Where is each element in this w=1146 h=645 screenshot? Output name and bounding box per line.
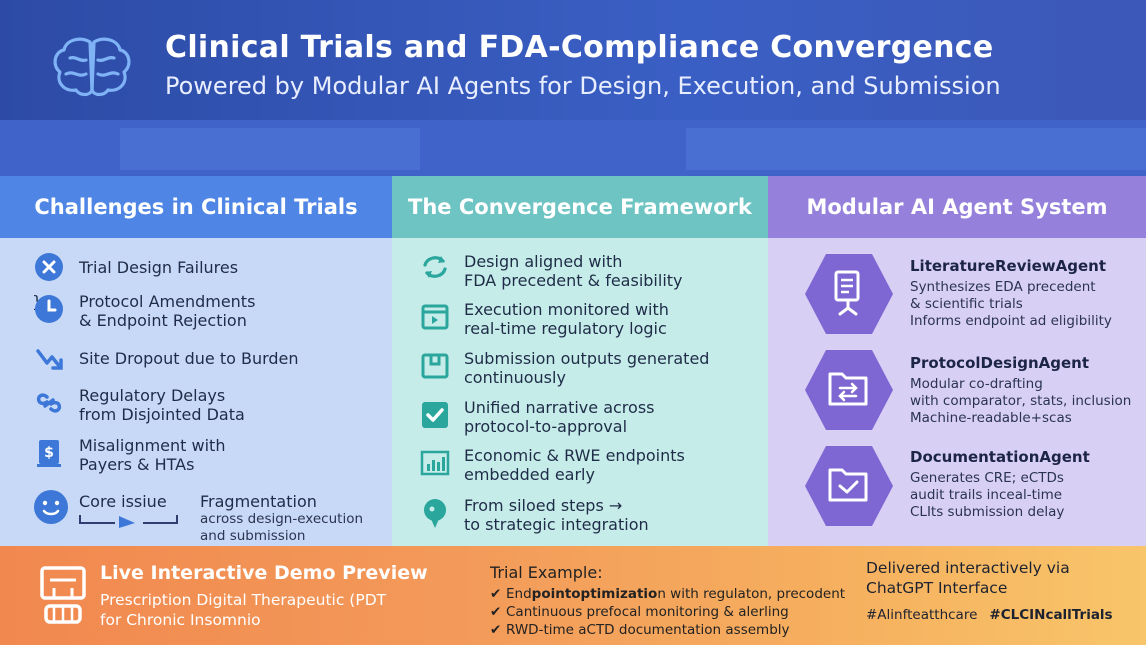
agent-name: LiteratureReviewAgent [910, 257, 1107, 275]
trial-title: Trial Example: [490, 563, 603, 582]
agent-desc: Synthesizes EDA precedent [910, 279, 1096, 295]
agent-desc: Generates CRE; eCTDs [910, 470, 1064, 486]
challenge-line: & Endpoint Rejection [79, 311, 247, 330]
core-issue-title: Fragmentation [200, 492, 317, 511]
agent-desc: audit trails inceal-time [910, 487, 1063, 503]
brain-icon [53, 37, 131, 97]
agent-name: DocumentationAgent [910, 448, 1090, 466]
agent-desc: Modular co-drafting [910, 376, 1043, 392]
agent-desc: & scientific trials [910, 296, 1023, 312]
document-icon [805, 254, 893, 334]
challenge-line: Protocol Amendments [79, 292, 256, 311]
check-icon: ✔ [490, 604, 502, 620]
trial-item: ✔Endpointoptimization with regulaton, pr… [490, 586, 846, 602]
band-block [686, 128, 1146, 170]
x-circle-icon [32, 250, 66, 284]
pin-icon [418, 496, 452, 530]
core-issue-desc: and submission [200, 528, 306, 544]
framework-line: Submission outputs generated [464, 349, 710, 368]
agents-heading: Modular AI Agent System [768, 176, 1146, 238]
folder-check-icon [805, 446, 893, 526]
check-icon: ✔ [490, 622, 502, 638]
challenge-line: Misalignment with [79, 436, 226, 455]
framework-line: embedded early [464, 465, 595, 484]
challenges-heading: Challenges in Clinical Trials [0, 176, 392, 238]
header-band [0, 120, 1146, 176]
dollar-doc-icon: $ [32, 436, 66, 470]
trial-item: ✔RWD-time aCTD documentation assembly [490, 622, 790, 638]
challenge-line: from Disjointed Data [79, 405, 245, 424]
demo-line: Prescription Digital Therapeutic (PDT [100, 591, 387, 609]
clock-icon [32, 292, 66, 326]
monitor-pill-icon [40, 566, 86, 624]
core-issue-desc: across design-execution [200, 511, 364, 527]
demo-line: for Chronic Insomnio [100, 611, 261, 629]
framework-line: continuously [464, 368, 566, 387]
trend-down-icon [32, 342, 66, 376]
framework-line: protocol-to-approval [464, 417, 628, 436]
agent-desc: Informs endpoint ad eligibility [910, 313, 1112, 329]
agent-desc: CLIts submission delay [910, 504, 1065, 520]
link-icon [32, 386, 66, 420]
framework-line: FDA precedent & feasibility [464, 271, 683, 290]
band-block [120, 128, 420, 170]
agent-desc: with comparator, stats, inclusion [910, 393, 1132, 409]
refresh-icon [418, 250, 452, 284]
framework-line: to strategic integration [464, 515, 649, 534]
svg-text:$: $ [44, 445, 54, 461]
arrow-connector-icon [79, 515, 178, 528]
challenge-line: Trial Design Failures [79, 258, 239, 277]
framework-line: Design aligned with [464, 252, 623, 271]
header: Clinical Trials and FDA-Compliance Conve… [0, 0, 1146, 120]
framework-line: From siloed steps → [464, 496, 623, 515]
face-icon [34, 490, 68, 524]
challenges-panel: Challenges in Clinical Trials Trial Desi… [0, 176, 392, 546]
framework-line: real-time regulatory logic [464, 319, 667, 338]
box-icon [418, 349, 452, 383]
challenge-item: Protocol Amendments & Endpoint Rejection… [32, 292, 256, 330]
folder-swap-icon [805, 350, 893, 430]
hashtag[interactable]: #CLCINcallTrials [989, 607, 1113, 623]
hashtags: #Alinfteatthcare #CLCINcallTrials [866, 607, 1113, 623]
challenge-line: Site Dropout due to Burden [79, 349, 299, 368]
challenge-line: Regulatory Delays [79, 386, 226, 405]
page-subtitle: Powered by Modular AI Agents for Design,… [165, 72, 1001, 100]
checkbox-icon [418, 398, 452, 432]
hashtag[interactable]: #Alinfteatthcare [866, 607, 978, 623]
agent-name: ProtocolDesignAgent [910, 354, 1089, 372]
monitor-icon [418, 300, 452, 334]
framework-heading: The Convergence Framework [392, 176, 768, 238]
bar-chart-icon [418, 446, 452, 480]
footer: Live Interactive Demo Preview Prescripti… [0, 546, 1146, 645]
trial-item: ✔Cantinuous prefocal monitoring & alerli… [490, 604, 789, 620]
delivered-line: Delivered interactively via [866, 559, 1070, 577]
framework-line: Execution monitored with [464, 300, 669, 319]
framework-panel: The Convergence Framework Design aligned… [392, 176, 768, 546]
page-title: Clinical Trials and FDA-Compliance Conve… [165, 30, 994, 65]
agent-desc: Machine-readable+scas [910, 410, 1072, 426]
challenge-line: Payers & HTAs [79, 455, 195, 474]
agents-panel: Modular AI Agent System LiteratureReview… [768, 176, 1146, 546]
framework-line: Unified narrative across [464, 398, 655, 417]
framework-line: Economic & RWE endpoints [464, 446, 685, 465]
core-issue-label: Core issiue [79, 492, 167, 511]
delivered-line: ChatGPT Interface [866, 579, 1008, 597]
check-icon: ✔ [490, 586, 502, 602]
demo-title: Live Interactive Demo Preview [100, 562, 428, 584]
